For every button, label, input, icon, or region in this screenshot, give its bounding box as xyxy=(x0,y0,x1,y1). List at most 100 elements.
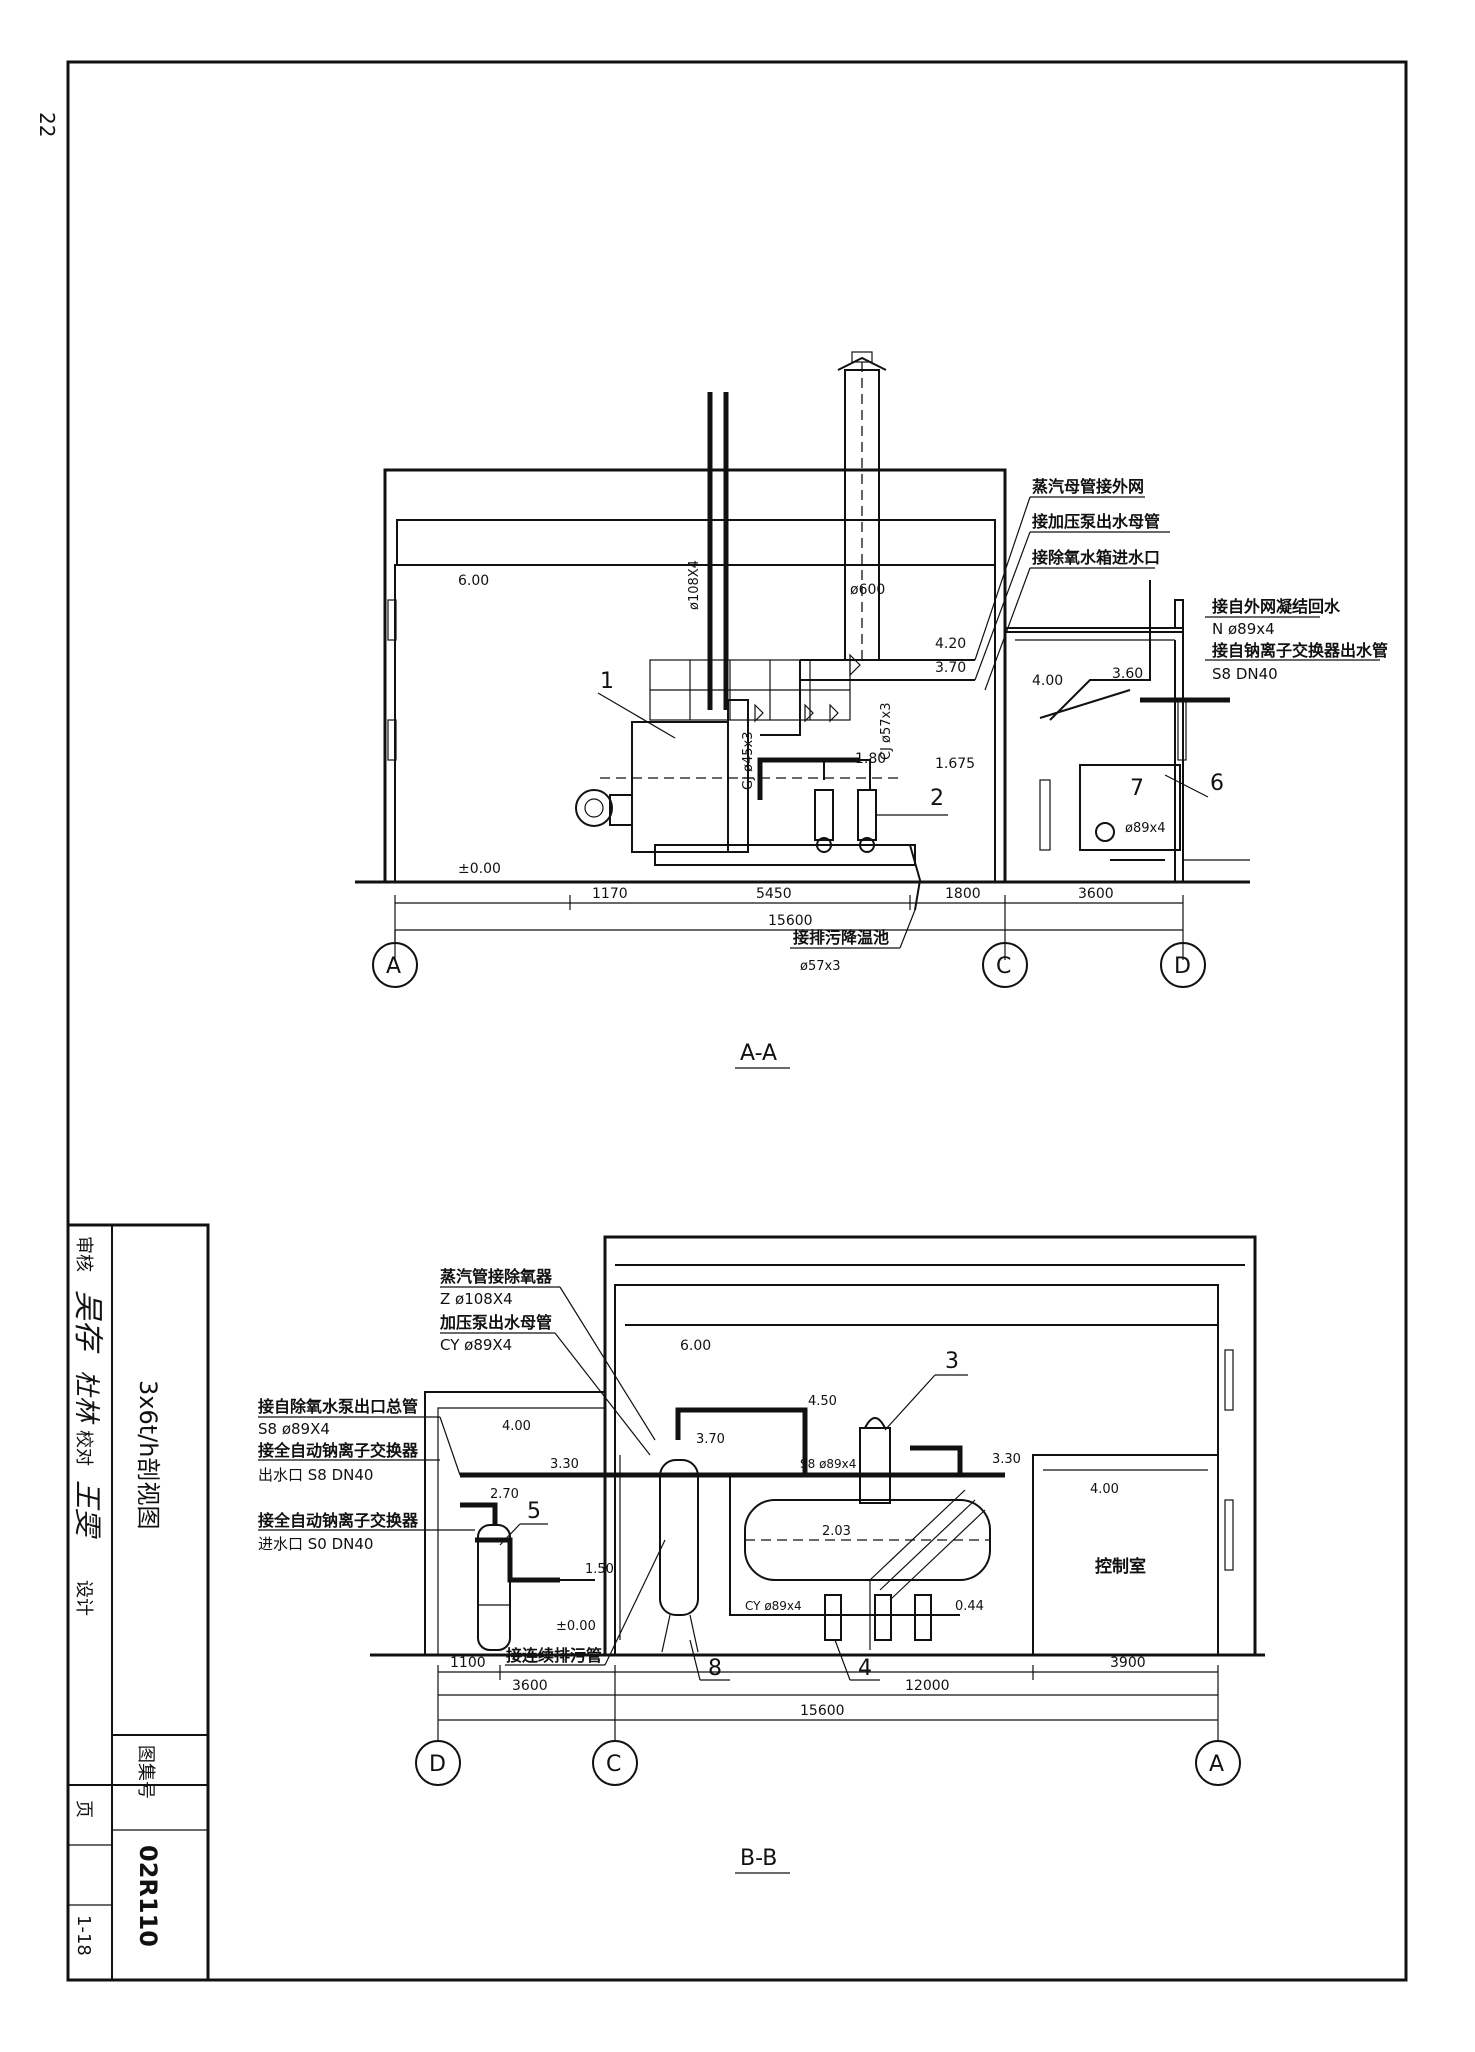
review-signature: 吴存 xyxy=(70,1290,105,1354)
aa-axis-d-bubble xyxy=(1160,942,1206,988)
bb-callout-2: 加压泵出水母管 xyxy=(439,1313,552,1332)
bb-dimensions: 1100 3600 12000 3900 15600 xyxy=(437,1655,1219,1740)
aa-dim-1800: 1800 xyxy=(945,886,981,902)
aa-elevations: 6.00 ±0.00 4.20 3.70 1.80 1.675 4.00 3.6… xyxy=(458,573,1143,877)
aa-pipe-108: ø108X4 xyxy=(687,560,702,610)
design-signature: 王雯 xyxy=(71,1480,104,1539)
aa-pipe-gj: GJ ø45x3 xyxy=(741,732,756,791)
bb-axis-a-bubble xyxy=(1195,1740,1241,1786)
aa-pipes xyxy=(707,392,1230,911)
bb-elev-150: 1.50 xyxy=(585,1562,614,1577)
aa-axes: A C D xyxy=(372,930,1206,988)
page-no: 1-18 xyxy=(73,1915,94,1956)
bb-callout-8: 接全自动钠离子交换器 xyxy=(258,1511,419,1530)
bb-elev-000: ±0.00 xyxy=(556,1619,596,1634)
sheet-border xyxy=(66,60,1408,1982)
bb-axis-d-bubble xyxy=(415,1740,461,1786)
aa-chimney xyxy=(837,351,887,661)
bb-item-3: 3 xyxy=(945,1349,959,1374)
bb-callout-0: 蒸汽管接除氧器 xyxy=(440,1267,553,1286)
bb-elev-330-left: 3.30 xyxy=(550,1457,579,1472)
title-block: 审核 吴存 杜林 校对 王雯 设计 页 1-18 3x6t/h剖视图 图集号 0… xyxy=(66,1223,210,1982)
bb-elev-450: 4.50 xyxy=(808,1394,837,1409)
aa-callout-0: 蒸汽母管接外网 xyxy=(1032,477,1144,496)
bb-pipes xyxy=(460,1407,1005,1640)
bb-elev-270: 2.70 xyxy=(490,1487,519,1502)
aa-dimensions: 1170 5450 1800 3600 15600 xyxy=(394,886,1184,960)
aa-elev-420: 4.20 xyxy=(935,636,966,652)
review-label: 审核 xyxy=(73,1236,94,1272)
bb-axis-d: D xyxy=(429,1752,446,1777)
bb-item-4: 4 xyxy=(858,1656,872,1681)
bb-elev-370: 3.70 xyxy=(696,1432,725,1447)
aa-dim-3600: 3600 xyxy=(1078,886,1114,902)
page-label: 页 xyxy=(73,1800,94,1818)
aa-callout-3: 接自外网凝结回水 xyxy=(1212,597,1341,616)
aa-elev-600: 6.00 xyxy=(458,573,489,589)
aa-item-6: 6 xyxy=(1210,771,1224,796)
bb-elev-044: 0.44 xyxy=(955,1599,984,1614)
aa-callout-4: N ø89x4 xyxy=(1212,620,1275,638)
bb-elev-400-right: 4.00 xyxy=(1090,1482,1119,1497)
bb-callout-3: CY ø89X4 xyxy=(440,1336,512,1354)
aa-item-2: 2 xyxy=(930,786,944,811)
aa-dim-5450: 5450 xyxy=(756,886,792,902)
aa-pumps xyxy=(814,759,877,853)
bb-elev-400-left: 4.00 xyxy=(502,1419,531,1434)
bb-axis-c: C xyxy=(606,1752,621,1777)
bb-callout-7: 出水口 S8 DN40 xyxy=(258,1466,373,1484)
aa-axis-c-bubble xyxy=(982,942,1028,988)
aa-tank xyxy=(1039,764,1181,861)
design-label: 设计 xyxy=(73,1580,94,1616)
aa-axis-a-bubble xyxy=(372,942,418,988)
aa-drain-size: ø57x3 xyxy=(800,959,840,974)
bb-callout-6: 接全自动钠离子交换器 xyxy=(258,1441,419,1460)
aa-axis-d: D xyxy=(1174,954,1191,979)
bb-dim-3900: 3900 xyxy=(1110,1655,1146,1671)
bb-callout-5: S8 ø89X4 xyxy=(258,1420,330,1438)
atlas-label: 图集号 xyxy=(135,1745,156,1799)
aa-elev-400: 4.00 xyxy=(1032,673,1063,689)
bb-pipe-cy: CY ø89x4 xyxy=(745,1599,802,1613)
aa-elev-1675: 1.675 xyxy=(935,756,975,772)
page-number: 22 xyxy=(35,112,59,137)
bb-dim-1100: 1100 xyxy=(450,1655,486,1671)
bb-callouts: 蒸汽管接除氧器 Z ø108X4 加压泵出水母管 CY ø89X4 接自除氧水泵… xyxy=(258,1267,666,1666)
aa-dim-15600: 15600 xyxy=(768,913,813,929)
drawing-title: 3x6t/h剖视图 xyxy=(134,1380,162,1529)
aa-callout-1: 接加压泵出水母管 xyxy=(1032,512,1160,531)
aa-brick-grid xyxy=(649,659,851,721)
bb-softener xyxy=(477,1524,511,1651)
aa-elev-360: 3.60 xyxy=(1112,666,1143,682)
bb-elev-203: 2.03 xyxy=(822,1524,851,1539)
aa-building xyxy=(355,468,1250,884)
bb-axis-a: A xyxy=(1209,1752,1224,1777)
bb-dim-15600: 15600 xyxy=(800,1703,845,1719)
check-signature: 杜林 xyxy=(71,1370,101,1425)
aa-callout-2: 接除氧水箱进水口 xyxy=(1032,548,1160,567)
aa-item-1: 1 xyxy=(600,669,614,694)
bb-elev-330-right: 3.30 xyxy=(992,1452,1021,1467)
atlas-number: 02R110 xyxy=(134,1845,162,1947)
bb-dim-12000: 12000 xyxy=(905,1678,950,1694)
aa-item-7: 7 xyxy=(1130,776,1144,801)
bb-item-5: 5 xyxy=(527,1499,541,1524)
bb-callout-1: Z ø108X4 xyxy=(440,1290,513,1308)
aa-pipe-600: ø600 xyxy=(850,582,885,598)
section-bb: 6.00 4.00 3.30 2.70 4.50 3.70 3.30 4.00 … xyxy=(258,1235,1265,1874)
aa-valves xyxy=(754,653,861,723)
aa-pipe-cj: CJ ø57x3 xyxy=(879,702,894,760)
aa-callout-5: 接自钠离子交换器出水管 xyxy=(1212,641,1388,660)
aa-elev-370: 3.70 xyxy=(935,660,966,676)
bb-pipe-s8: S8 ø89x4 xyxy=(800,1457,856,1471)
bb-callout-4: 接自除氧水泵出口总管 xyxy=(258,1397,418,1416)
section-aa: 6.00 ±0.00 4.20 3.70 1.80 1.675 4.00 3.6… xyxy=(355,351,1388,1069)
aa-elev-000: ±0.00 xyxy=(458,861,501,877)
bb-item-numbers: 3 4 5 8 xyxy=(499,1349,968,1681)
aa-item-numbers: 1 2 6 7 xyxy=(597,669,1224,816)
bb-axes: D C A xyxy=(415,1740,1241,1786)
aa-axis-a: A xyxy=(386,954,401,979)
bb-item-8: 8 xyxy=(708,1656,722,1681)
